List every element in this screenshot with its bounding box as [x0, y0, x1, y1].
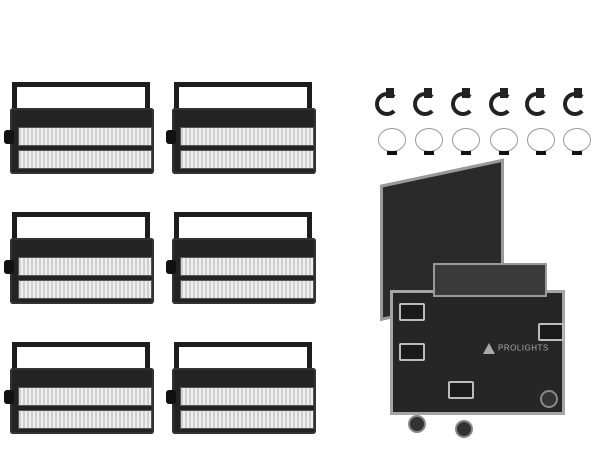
- strobe-fixture: [4, 342, 159, 437]
- clamp-icon: [522, 88, 549, 116]
- strobe-fixture: [166, 342, 321, 437]
- strobe-fixture: [166, 82, 321, 177]
- strobe-fixture: [166, 212, 321, 307]
- safety-cable-icon: [452, 128, 480, 155]
- clamp-icon: [486, 88, 513, 116]
- safety-cable-icon: [378, 128, 406, 155]
- wheel-icon: [408, 415, 426, 433]
- handle-icon: [538, 323, 564, 341]
- strobe-fixture: [4, 212, 159, 307]
- safety-cable-icon: [490, 128, 518, 155]
- brand-logo: PROLIGHTS: [483, 343, 549, 354]
- safety-cable-icon: [415, 128, 443, 155]
- clamp-icon: [410, 88, 437, 116]
- handle-icon: [399, 303, 425, 321]
- safety-cable-icon: [527, 128, 555, 155]
- handle-icon: [448, 381, 474, 399]
- handle-icon: [399, 343, 425, 361]
- clamp-icon: [560, 88, 587, 116]
- strobe-fixture: [4, 82, 159, 177]
- logo-text: PROLIGHTS: [498, 343, 549, 353]
- wheel-icon: [455, 420, 473, 438]
- foam-compartments: [433, 263, 547, 297]
- flight-case: PROLIGHTS: [380, 158, 570, 438]
- logo-triangle-icon: [483, 343, 495, 354]
- clamp-icon: [372, 88, 399, 116]
- clamp-icon: [448, 88, 475, 116]
- wheel-icon: [540, 390, 558, 408]
- flight-case-body: PROLIGHTS: [390, 263, 565, 415]
- safety-cable-icon: [563, 128, 591, 155]
